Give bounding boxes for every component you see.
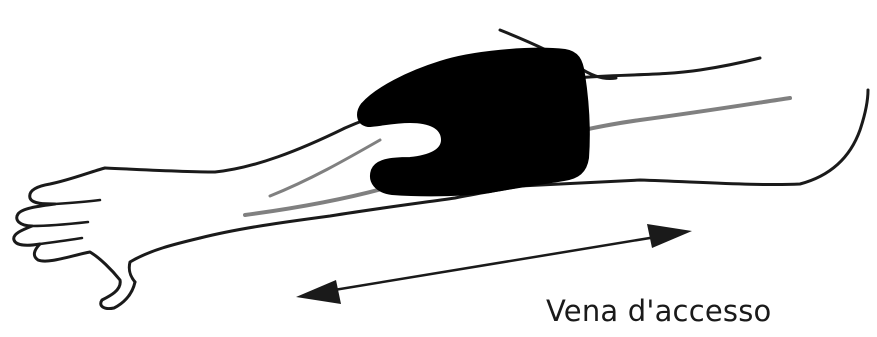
arrow-head-right (647, 224, 692, 248)
vein-caption: Vena d'accesso (546, 294, 771, 328)
finger-crease-3 (40, 238, 82, 244)
vein-branch (270, 140, 380, 196)
compression-device (358, 49, 589, 196)
finger-crease-1 (55, 200, 100, 204)
arrow-shaft (322, 236, 662, 292)
finger-crease-2 (32, 222, 88, 226)
forearm-lower-outline (129, 238, 200, 282)
arrow-head-left (296, 280, 341, 304)
